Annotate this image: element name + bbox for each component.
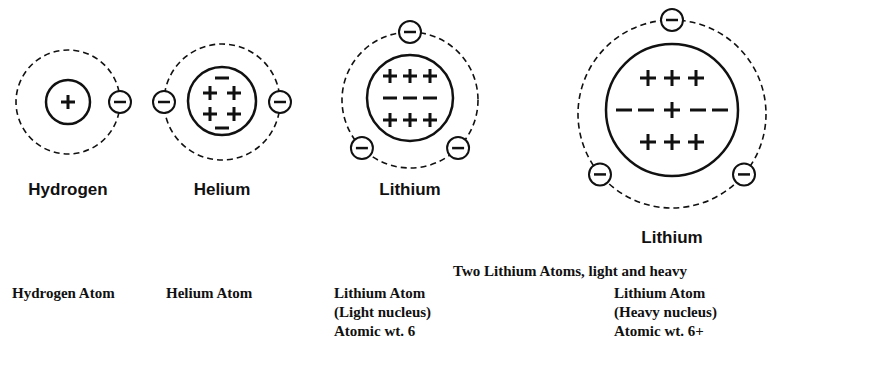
minus-charge	[403, 97, 417, 100]
nucleus	[606, 44, 738, 176]
electron	[661, 9, 683, 31]
minus-charge	[215, 127, 229, 130]
plus-charge	[203, 107, 217, 121]
caption-text: Two Lithium Atoms, light and heavy	[430, 262, 710, 281]
minus-charge	[215, 77, 229, 80]
plus-charge	[664, 134, 680, 150]
plus-charge	[403, 69, 417, 83]
plus-charge	[227, 107, 241, 121]
plus-charge	[664, 70, 680, 86]
minus-charge	[274, 101, 286, 104]
plus-charge	[640, 134, 656, 150]
minus-charge	[738, 173, 750, 176]
nucleus	[367, 55, 453, 141]
atom-name: Hydrogen	[28, 180, 107, 200]
minus-charge	[383, 97, 397, 100]
electron	[269, 91, 291, 113]
plus-charge	[61, 95, 75, 109]
minus-charge	[356, 147, 368, 150]
plus-charge	[688, 70, 704, 86]
caption-text: Lithium Atom (Light nucleus) Atomic wt. …	[334, 284, 454, 341]
atom-name: Helium	[194, 180, 251, 200]
caption-text: Helium Atom	[166, 284, 306, 303]
electron-orbit	[164, 44, 280, 160]
electron	[447, 137, 469, 159]
atom-drawing	[564, 6, 780, 222]
plus-charge	[203, 86, 217, 100]
electron	[153, 91, 175, 113]
atom-drawing	[328, 18, 492, 182]
electron	[399, 21, 421, 43]
electron-orbit	[342, 32, 478, 168]
caption-text: Hydrogen Atom	[12, 284, 152, 303]
plus-charge	[423, 69, 437, 83]
plus-charge	[423, 113, 437, 127]
atom-name: Lithium	[641, 228, 702, 248]
minus-charge	[423, 97, 437, 100]
electron-orbit	[16, 50, 120, 154]
nucleus	[46, 80, 90, 124]
plus-charge	[403, 113, 417, 127]
plus-charge	[664, 102, 680, 118]
atom-drawing	[2, 36, 134, 168]
nucleus	[188, 67, 256, 135]
atom: Lithium	[328, 18, 492, 206]
plus-charge	[688, 134, 704, 150]
plus-charge	[383, 113, 397, 127]
minus-charge	[616, 109, 632, 112]
electron	[351, 137, 373, 159]
minus-charge	[158, 101, 170, 104]
minus-charge	[712, 109, 728, 112]
atom-name: Lithium	[379, 180, 440, 200]
atom: Helium	[150, 30, 294, 206]
electron-orbit	[578, 20, 766, 208]
caption-text: Lithium Atom (Heavy nucleus) Atomic wt. …	[614, 284, 734, 341]
plus-charge	[383, 69, 397, 83]
atom: Hydrogen	[2, 36, 134, 206]
plus-charge	[640, 70, 656, 86]
minus-charge	[404, 31, 416, 34]
minus-charge	[666, 19, 678, 22]
electron	[109, 91, 131, 113]
minus-charge	[638, 109, 654, 112]
plus-charge	[227, 86, 241, 100]
electron	[733, 163, 755, 185]
minus-charge	[452, 147, 464, 150]
minus-charge	[594, 173, 606, 176]
minus-charge	[114, 101, 126, 104]
minus-charge	[690, 109, 706, 112]
electron	[589, 163, 611, 185]
atom: Lithium	[564, 6, 780, 254]
atom-drawing	[150, 30, 294, 174]
